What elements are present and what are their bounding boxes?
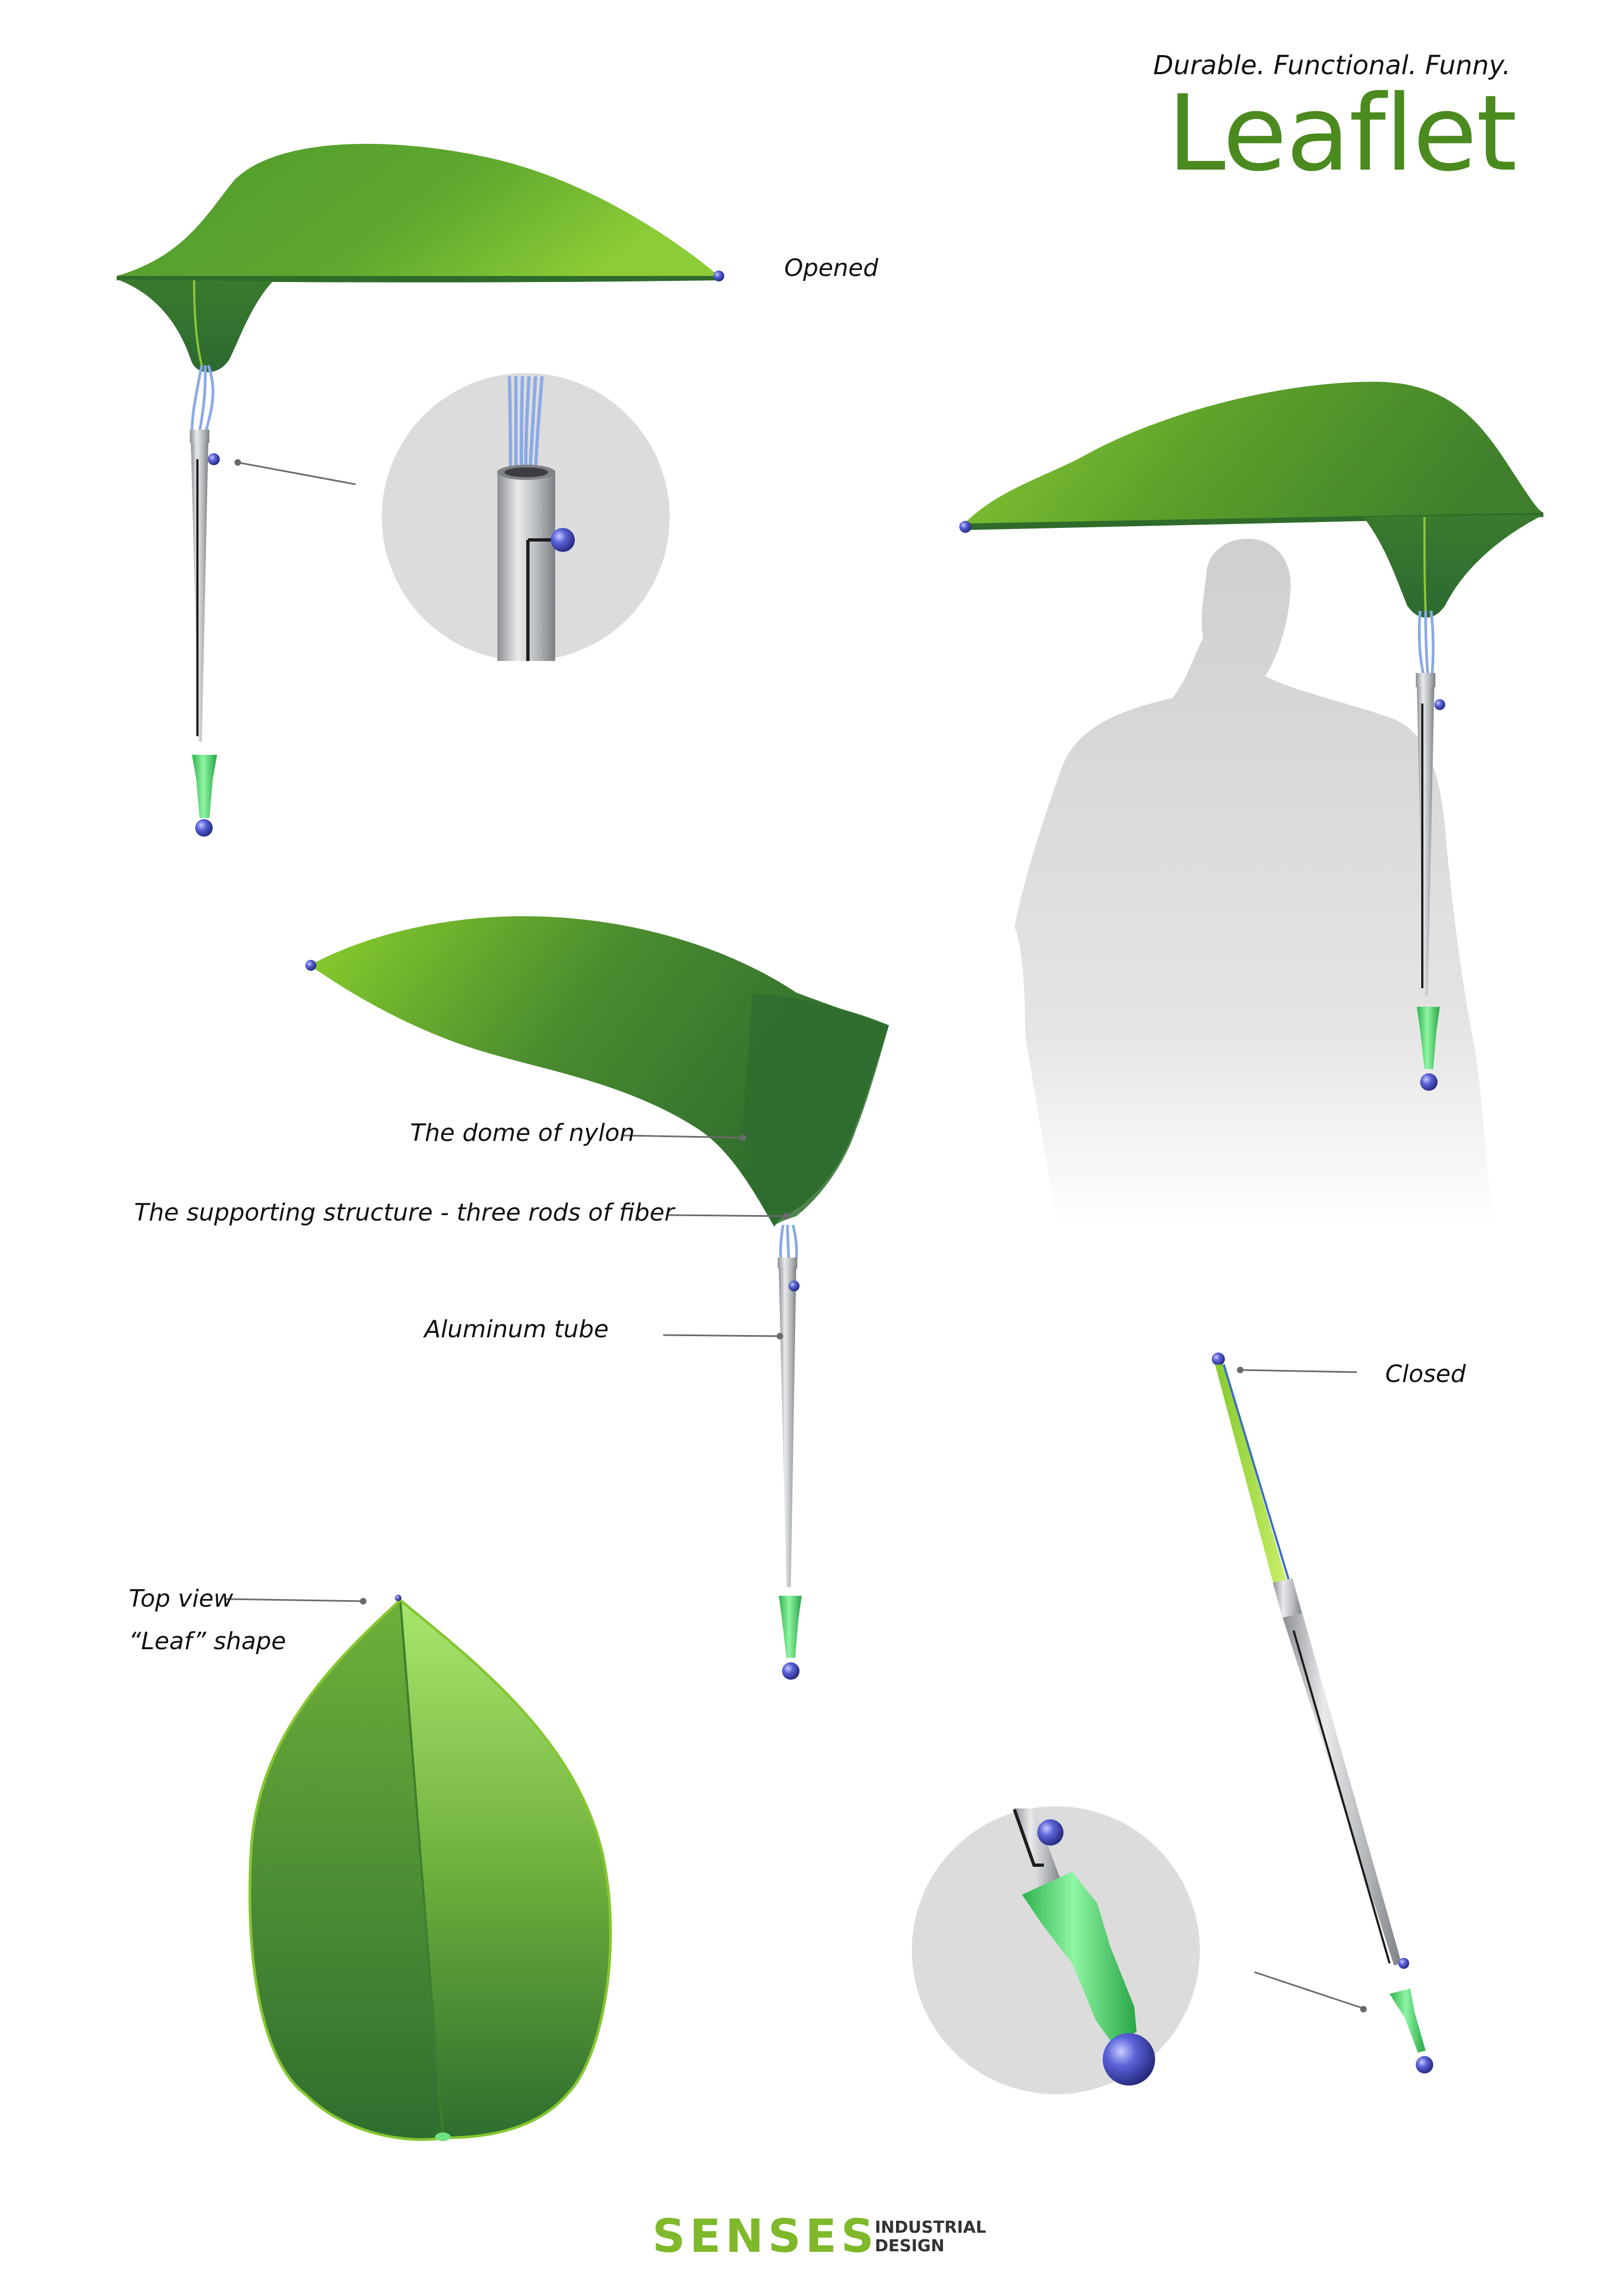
label-dome: The dome of nylon [410,1119,635,1147]
side-umbrella [305,916,889,1680]
top-view-leaf [248,1595,612,2141]
label-closed: Closed [1385,1360,1466,1388]
opened-umbrella [117,143,724,431]
opened-umbrella-tube [190,430,220,742]
closed-umbrella [1212,1353,1433,2073]
zoom-detail-tube-top [382,373,670,661]
page-title: Leaflet [1167,73,1517,195]
brand-subtitle: INDUSTRIAL DESIGN [875,2219,986,2256]
opened-umbrella-handle [192,755,217,837]
label-opened: Opened [784,254,879,282]
right-umbrella [959,382,1543,1091]
person-silhouette [1014,538,1494,1227]
label-leaf-shape: “Leaf” shape [129,1627,286,1655]
brand-line-2: DESIGN [875,2237,945,2256]
brand-word: SENSES [652,2209,879,2263]
label-support: The supporting structure - three rods of… [134,1199,675,1227]
zoom-detail-handle [912,1806,1200,2094]
brand-line-1: INDUSTRIAL [875,2218,987,2237]
tagline: Durable. Functional. Funny. [1153,50,1511,81]
label-top-view: Top view [129,1585,233,1613]
label-tube: Aluminum tube [424,1315,609,1343]
